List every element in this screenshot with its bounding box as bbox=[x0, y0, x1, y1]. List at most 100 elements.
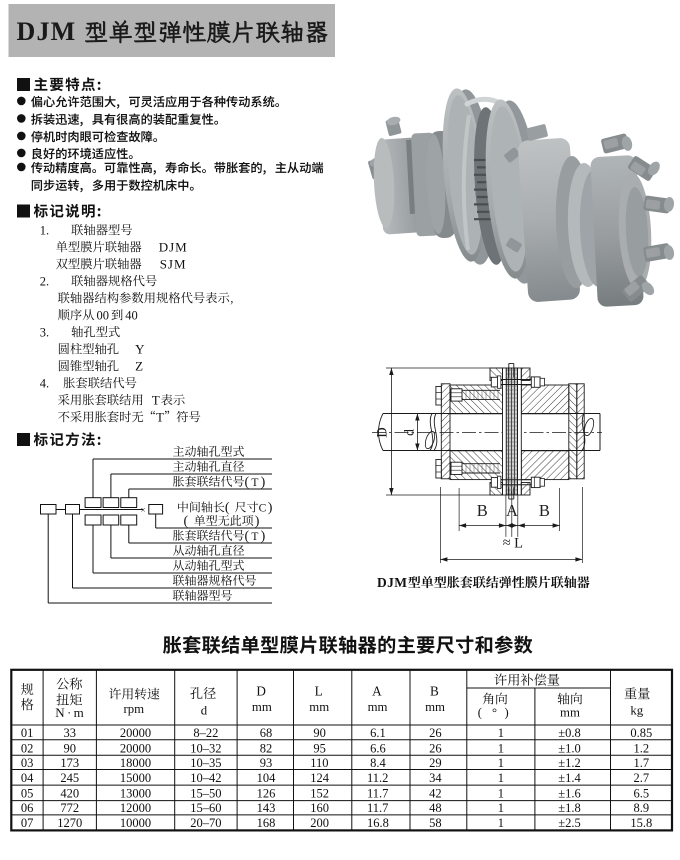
svg-text:): ) bbox=[505, 706, 509, 720]
svg-text:Z: Z bbox=[135, 358, 143, 373]
svg-text:160: 160 bbox=[310, 801, 329, 815]
svg-text:d: d bbox=[402, 429, 417, 436]
svg-text:68: 68 bbox=[260, 726, 273, 740]
svg-text:): ) bbox=[255, 514, 260, 529]
svg-text:01: 01 bbox=[21, 726, 34, 740]
svg-text:DJM: DJM bbox=[159, 239, 188, 254]
svg-text:×: × bbox=[141, 505, 146, 515]
svg-text:15–50: 15–50 bbox=[190, 786, 221, 800]
svg-text:245: 245 bbox=[60, 771, 79, 785]
svg-text:0.85: 0.85 bbox=[630, 726, 652, 740]
svg-text:Y: Y bbox=[135, 341, 145, 356]
svg-text:03: 03 bbox=[21, 756, 34, 770]
svg-text:B: B bbox=[430, 684, 439, 699]
svg-text:DJM: DJM bbox=[377, 575, 407, 590]
svg-text:90: 90 bbox=[313, 726, 326, 740]
svg-text:15000: 15000 bbox=[120, 771, 151, 785]
svg-text:05: 05 bbox=[21, 786, 34, 800]
svg-text:40: 40 bbox=[125, 308, 138, 322]
svg-text:D: D bbox=[256, 684, 266, 699]
svg-text:8.9: 8.9 bbox=[634, 801, 650, 815]
svg-text:90: 90 bbox=[64, 741, 77, 755]
svg-text:29: 29 bbox=[429, 756, 442, 770]
svg-text:°: ° bbox=[492, 706, 497, 720]
svg-text:SJM: SJM bbox=[160, 256, 187, 271]
svg-text:42: 42 bbox=[429, 786, 442, 800]
svg-text:15.8: 15.8 bbox=[630, 816, 652, 830]
svg-text:±1.6: ±1.6 bbox=[558, 786, 581, 800]
svg-text:T: T bbox=[156, 409, 164, 424]
svg-text:±1.2: ±1.2 bbox=[558, 756, 581, 770]
svg-text:6.5: 6.5 bbox=[634, 786, 650, 800]
svg-text:T: T bbox=[152, 392, 160, 407]
svg-text:C: C bbox=[259, 503, 267, 515]
svg-text:126: 126 bbox=[257, 786, 276, 800]
svg-text:00: 00 bbox=[97, 308, 110, 322]
svg-text:(: ( bbox=[245, 475, 250, 490]
svg-text:10–35: 10–35 bbox=[190, 756, 221, 770]
svg-text:T: T bbox=[251, 531, 258, 543]
svg-text:±1.0: ±1.0 bbox=[558, 741, 581, 755]
svg-text:20000: 20000 bbox=[120, 741, 151, 755]
svg-text:06: 06 bbox=[21, 801, 34, 815]
svg-text:02: 02 bbox=[21, 741, 34, 755]
svg-text:1.2: 1.2 bbox=[634, 741, 650, 755]
svg-text:58: 58 bbox=[429, 816, 442, 830]
svg-text:10000: 10000 bbox=[120, 816, 151, 830]
svg-text:152: 152 bbox=[310, 786, 329, 800]
svg-text:1: 1 bbox=[498, 786, 504, 800]
svg-text:mm: mm bbox=[560, 705, 580, 719]
svg-text:L: L bbox=[514, 536, 523, 552]
svg-text:168: 168 bbox=[257, 816, 276, 830]
svg-text:±0.8: ±0.8 bbox=[558, 726, 581, 740]
svg-text:34: 34 bbox=[429, 771, 442, 785]
svg-text:1: 1 bbox=[498, 771, 504, 785]
svg-text:1.7: 1.7 bbox=[634, 756, 650, 770]
svg-text:18000: 18000 bbox=[120, 756, 151, 770]
svg-text:82: 82 bbox=[260, 741, 273, 755]
svg-text:mm: mm bbox=[368, 700, 388, 714]
svg-text:15–60: 15–60 bbox=[190, 801, 221, 815]
svg-text:95: 95 bbox=[313, 741, 326, 755]
svg-text:1270: 1270 bbox=[57, 816, 82, 830]
svg-text:8–22: 8–22 bbox=[193, 726, 218, 740]
svg-text:10–42: 10–42 bbox=[190, 771, 221, 785]
svg-text:mm: mm bbox=[309, 700, 329, 714]
svg-text:±1.8: ±1.8 bbox=[558, 801, 581, 815]
svg-text:11.2: 11.2 bbox=[367, 771, 388, 785]
svg-text:DJM: DJM bbox=[17, 17, 77, 46]
svg-text:L: L bbox=[315, 684, 323, 699]
svg-text:11.7: 11.7 bbox=[367, 786, 388, 800]
svg-text:(: ( bbox=[225, 501, 230, 516]
svg-text:T: T bbox=[251, 477, 258, 489]
svg-text:B: B bbox=[477, 501, 488, 520]
svg-text:26: 26 bbox=[429, 726, 442, 740]
svg-text:B: B bbox=[539, 501, 550, 520]
svg-text:26: 26 bbox=[429, 741, 442, 755]
svg-text:48: 48 bbox=[429, 801, 442, 815]
svg-text:N: N bbox=[55, 705, 65, 720]
svg-text:1: 1 bbox=[498, 741, 504, 755]
svg-text:d: d bbox=[201, 703, 208, 717]
svg-text:20000: 20000 bbox=[120, 726, 151, 740]
svg-text:772: 772 bbox=[60, 801, 79, 815]
svg-text:6.1: 6.1 bbox=[370, 726, 386, 740]
svg-text:1: 1 bbox=[498, 816, 504, 830]
svg-text:1.: 1. bbox=[40, 223, 49, 237]
svg-text:1: 1 bbox=[498, 726, 504, 740]
svg-text:8.4: 8.4 bbox=[370, 756, 386, 770]
svg-text:4.: 4. bbox=[40, 376, 49, 390]
svg-text:3.: 3. bbox=[40, 325, 49, 339]
svg-text:m: m bbox=[74, 705, 84, 720]
svg-text:(: ( bbox=[478, 706, 482, 720]
svg-text:104: 104 bbox=[257, 771, 277, 785]
svg-text:rpm: rpm bbox=[124, 702, 145, 716]
svg-text:33: 33 bbox=[64, 726, 77, 740]
svg-text:): ) bbox=[261, 529, 266, 544]
svg-text:200: 200 bbox=[310, 816, 329, 830]
svg-text:10–32: 10–32 bbox=[190, 741, 221, 755]
svg-text:6.6: 6.6 bbox=[370, 741, 386, 755]
svg-text:13000: 13000 bbox=[120, 786, 151, 800]
svg-text:A: A bbox=[372, 684, 382, 699]
svg-text:143: 143 bbox=[257, 801, 276, 815]
